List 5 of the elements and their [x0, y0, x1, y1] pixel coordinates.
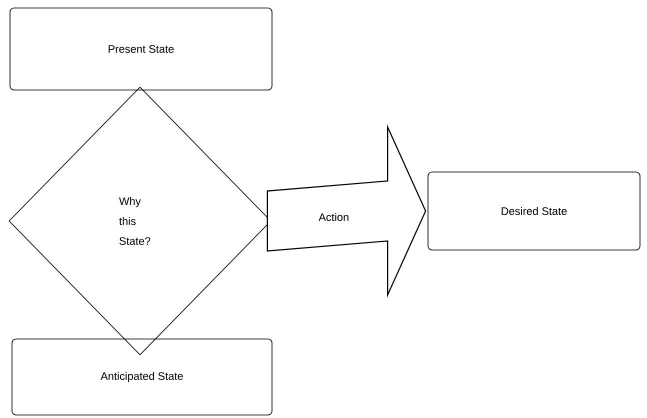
process-box: Present State [10, 8, 272, 90]
process-box: Desired State [428, 172, 640, 250]
edge-label: Action [316, 210, 352, 224]
block-arrow [266, 124, 426, 298]
process-box: Anticipated State [12, 338, 272, 416]
